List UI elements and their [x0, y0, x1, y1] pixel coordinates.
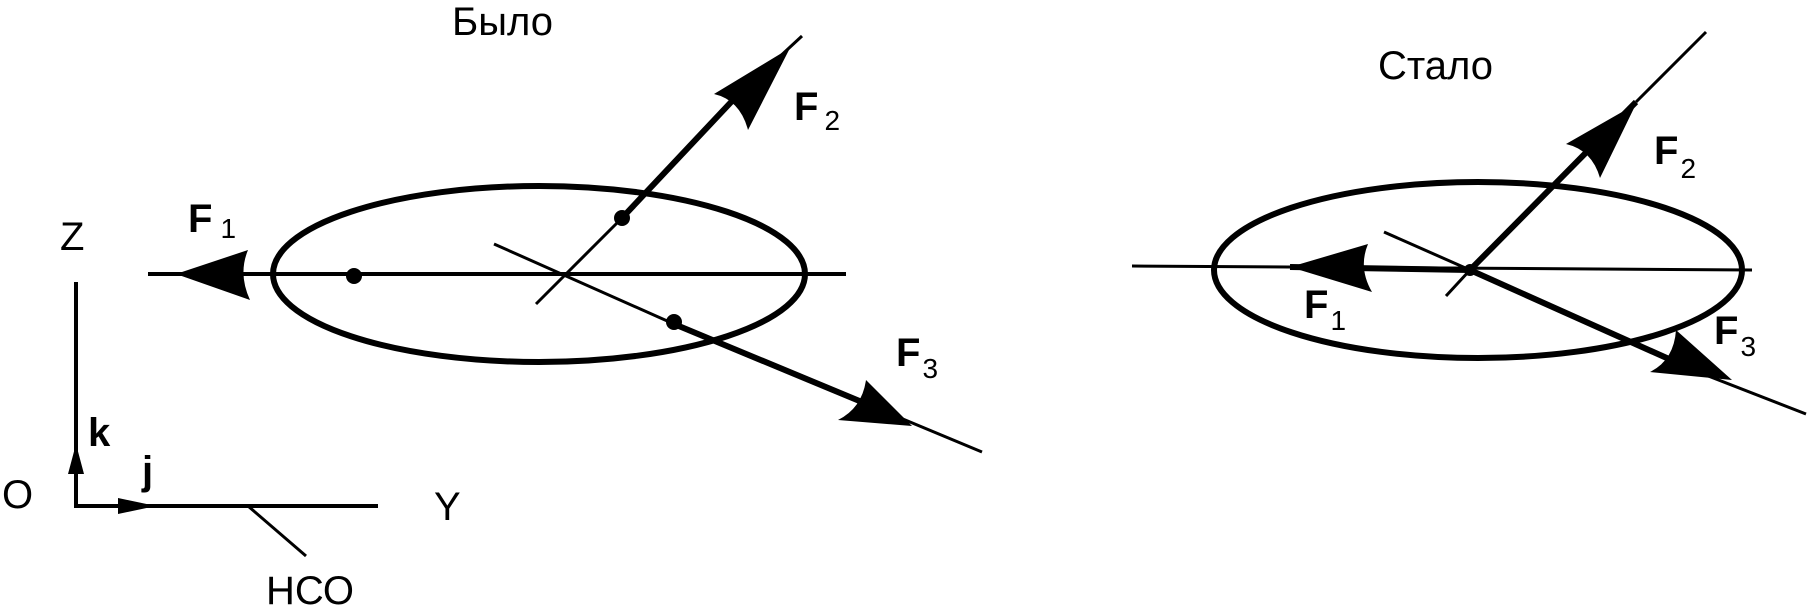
- after-f3-vector: [1468, 267, 1700, 375]
- after-f1-index: 1: [1330, 305, 1346, 336]
- before-f3-index: 3: [922, 353, 938, 384]
- after-f1-arrowhead: [1290, 244, 1372, 292]
- after-f3-line: [1383, 230, 1471, 272]
- before-f3-line: [493, 242, 675, 326]
- after-title: Стало: [1378, 44, 1493, 88]
- after-f2-arrowhead: [1566, 104, 1636, 178]
- after-f2-label: F2: [1654, 129, 1696, 184]
- before-f3-point: [666, 314, 682, 330]
- k-arrowhead: [68, 444, 84, 474]
- before-f3-label: F3: [896, 331, 938, 384]
- after-f1-letter: F: [1304, 283, 1328, 327]
- before-f1-arrowhead: [176, 250, 250, 300]
- before-f2-point: [614, 210, 630, 226]
- before-f3-vector: [672, 321, 888, 415]
- before-f2-letter: F: [794, 85, 818, 129]
- axis-z-label: Z: [60, 215, 84, 259]
- before-title: Было: [452, 0, 553, 44]
- reference-frame: Z Y O k j НСО: [2, 215, 461, 608]
- before-f3-arrowhead: [838, 380, 912, 426]
- frame-name-label: НСО: [266, 569, 354, 608]
- before-f2-line: [534, 216, 624, 306]
- after-f1-label: F1: [1304, 283, 1346, 336]
- before-f1-index: 1: [220, 213, 236, 244]
- unit-j-label: j: [141, 449, 153, 493]
- before-f2-arrowhead: [714, 48, 790, 130]
- after-f2-tail: [1634, 30, 1708, 104]
- before-f3-letter: F: [896, 331, 920, 375]
- after-f3-tail: [1697, 370, 1807, 416]
- before-f1-point: [346, 268, 362, 284]
- after-f3-index: 3: [1740, 331, 1756, 362]
- after-f3-arrowhead: [1650, 330, 1732, 380]
- after-f3-letter: F: [1714, 309, 1738, 353]
- before-f1-letter: F: [188, 197, 212, 241]
- before-f2-vector: [619, 97, 736, 221]
- after-f2-letter: F: [1654, 129, 1678, 173]
- after-panel: Стало F1 F2 F3: [1131, 30, 1807, 416]
- after-f3-label: F3: [1714, 309, 1756, 362]
- j-arrowhead: [118, 498, 156, 514]
- before-f2-index: 2: [824, 105, 840, 136]
- unit-k-label: k: [88, 411, 111, 455]
- axis-y-label: Y: [434, 485, 461, 529]
- after-f2-index: 2: [1680, 153, 1696, 184]
- origin-label: O: [2, 473, 33, 517]
- after-center-point: [1464, 264, 1476, 276]
- frame-label-leader: [247, 504, 307, 558]
